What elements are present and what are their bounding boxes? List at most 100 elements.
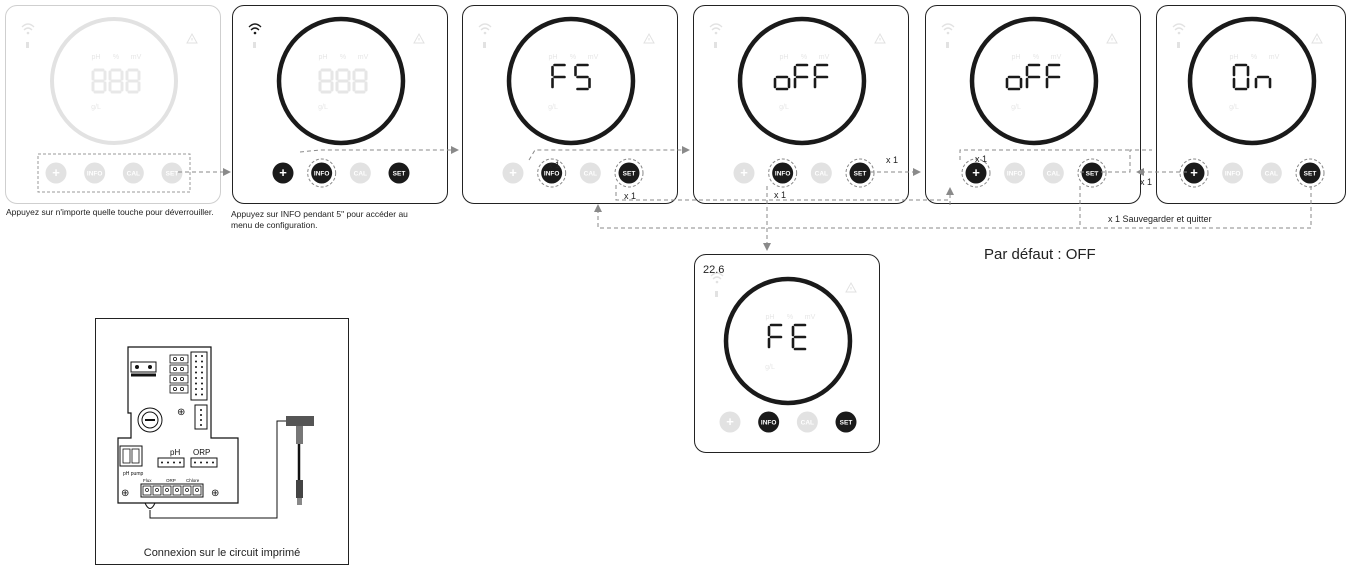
plus-button[interactable]: + bbox=[961, 158, 991, 188]
svg-text:ORP: ORP bbox=[166, 478, 176, 483]
set-button[interactable]: SET bbox=[1295, 158, 1325, 188]
display-ring bbox=[276, 16, 406, 146]
set-button-label: SET bbox=[1304, 171, 1317, 178]
label-save: x 1 Sauvegarder et quitter bbox=[1108, 214, 1212, 224]
info-button[interactable]: INFO bbox=[84, 162, 106, 184]
display-ring bbox=[723, 276, 853, 406]
lcd-percent-label: % bbox=[340, 54, 346, 61]
lcd-gl-label: g/L bbox=[1229, 104, 1239, 111]
info-button[interactable]: INFO bbox=[758, 411, 780, 433]
plus-button-label: + bbox=[726, 414, 734, 429]
label-fs-x1: x 1 bbox=[548, 160, 560, 170]
segment-display bbox=[91, 68, 141, 94]
arrow-set-on bbox=[1080, 149, 1152, 173]
info-button[interactable]: INFO bbox=[1222, 162, 1244, 184]
lcd-ph-label: pH bbox=[92, 54, 101, 61]
cal-button-label: CAL bbox=[801, 420, 814, 427]
cal-button[interactable]: CAL bbox=[1260, 162, 1282, 184]
display-ring bbox=[737, 16, 867, 146]
svg-text:pH pump: pH pump bbox=[123, 471, 144, 477]
arrow-fs-to-off bbox=[528, 146, 690, 161]
segment-display bbox=[773, 63, 829, 91]
cal-button[interactable]: CAL bbox=[1042, 162, 1064, 184]
cal-button-label: CAL bbox=[127, 171, 140, 178]
caption-config: Appuyez sur INFO pendant 5" pour accéder… bbox=[231, 209, 408, 230]
svg-text:⊕: ⊕ bbox=[177, 407, 185, 418]
plus-button-label: + bbox=[52, 165, 60, 180]
set-button[interactable]: SET bbox=[388, 162, 410, 184]
plus-button[interactable]: + bbox=[719, 411, 741, 433]
lcd-percent-label: % bbox=[801, 54, 807, 61]
plus-button-label: + bbox=[509, 165, 517, 180]
display-ring bbox=[506, 16, 636, 146]
wifi-icon bbox=[710, 272, 724, 284]
cal-button[interactable]: CAL bbox=[796, 411, 818, 433]
set-button[interactable]: SET bbox=[1077, 158, 1107, 188]
info-button[interactable]: INFO bbox=[768, 158, 798, 188]
warning-icon bbox=[413, 32, 425, 44]
set-button-label: SET bbox=[623, 171, 636, 178]
set-button-label: SET bbox=[1086, 171, 1099, 178]
lcd-ph-label: pH bbox=[319, 54, 328, 61]
set-button-label: SET bbox=[393, 171, 406, 178]
info-button-label: INFO bbox=[87, 171, 103, 178]
caption-unlock: Appuyez sur n'importe quelle touche pour… bbox=[6, 207, 214, 217]
warning-icon bbox=[186, 32, 198, 44]
display-ring bbox=[1187, 16, 1317, 146]
wifi-icon bbox=[248, 23, 262, 35]
lcd-ph-label: pH bbox=[549, 54, 558, 61]
set-button-label: SET bbox=[854, 171, 867, 178]
pcb-caption: Connexion sur le circuit imprimé bbox=[143, 547, 301, 559]
set-button[interactable]: SET bbox=[614, 158, 644, 188]
cal-button[interactable]: CAL bbox=[579, 162, 601, 184]
set-button[interactable]: SET bbox=[161, 162, 183, 184]
label-plus-x1: x 1 bbox=[975, 154, 987, 164]
set-button[interactable]: SET bbox=[835, 411, 857, 433]
plus-button[interactable]: + bbox=[45, 162, 67, 184]
arrow-save-2 bbox=[1080, 186, 1312, 229]
lcd-gl-label: g/L bbox=[548, 104, 558, 111]
info-button-label: INFO bbox=[761, 420, 777, 427]
lcd-percent-label: % bbox=[1251, 54, 1257, 61]
wifi-icon bbox=[1172, 23, 1186, 35]
info-button-label: INFO bbox=[314, 171, 330, 178]
lcd-gl-label: g/L bbox=[318, 104, 328, 111]
lcd-ph-label: pH bbox=[780, 54, 789, 61]
segment-display bbox=[318, 68, 368, 94]
info-button[interactable]: INFO bbox=[537, 158, 567, 188]
wifi-icon bbox=[709, 23, 723, 35]
lcd-percent-label: % bbox=[787, 314, 793, 321]
cal-button[interactable]: CAL bbox=[810, 162, 832, 184]
wifi-icon bbox=[21, 23, 35, 35]
set-button[interactable]: SET bbox=[845, 158, 875, 188]
lcd-mv-label: mV bbox=[131, 54, 142, 61]
plus-button[interactable]: + bbox=[502, 162, 524, 184]
plus-button[interactable]: + bbox=[1179, 158, 1209, 188]
lcd-mv-label: mV bbox=[1051, 54, 1062, 61]
plus-button[interactable]: + bbox=[272, 162, 294, 184]
wifi-icon bbox=[941, 23, 955, 35]
warning-icon bbox=[845, 281, 857, 293]
cal-button[interactable]: CAL bbox=[349, 162, 371, 184]
plus-button[interactable]: + bbox=[733, 162, 755, 184]
svg-text:⊕: ⊕ bbox=[121, 488, 129, 499]
buttons-highlight-box bbox=[37, 153, 191, 193]
info-button-label: INFO bbox=[1225, 171, 1241, 178]
cal-button[interactable]: CAL bbox=[122, 162, 144, 184]
info-button-label: INFO bbox=[1007, 171, 1023, 178]
arrow-save bbox=[594, 186, 1081, 229]
info-button[interactable]: INFO bbox=[1004, 162, 1026, 184]
info-button[interactable]: INFO bbox=[307, 158, 337, 188]
display-ring bbox=[50, 17, 178, 145]
display-ring bbox=[969, 16, 1099, 146]
